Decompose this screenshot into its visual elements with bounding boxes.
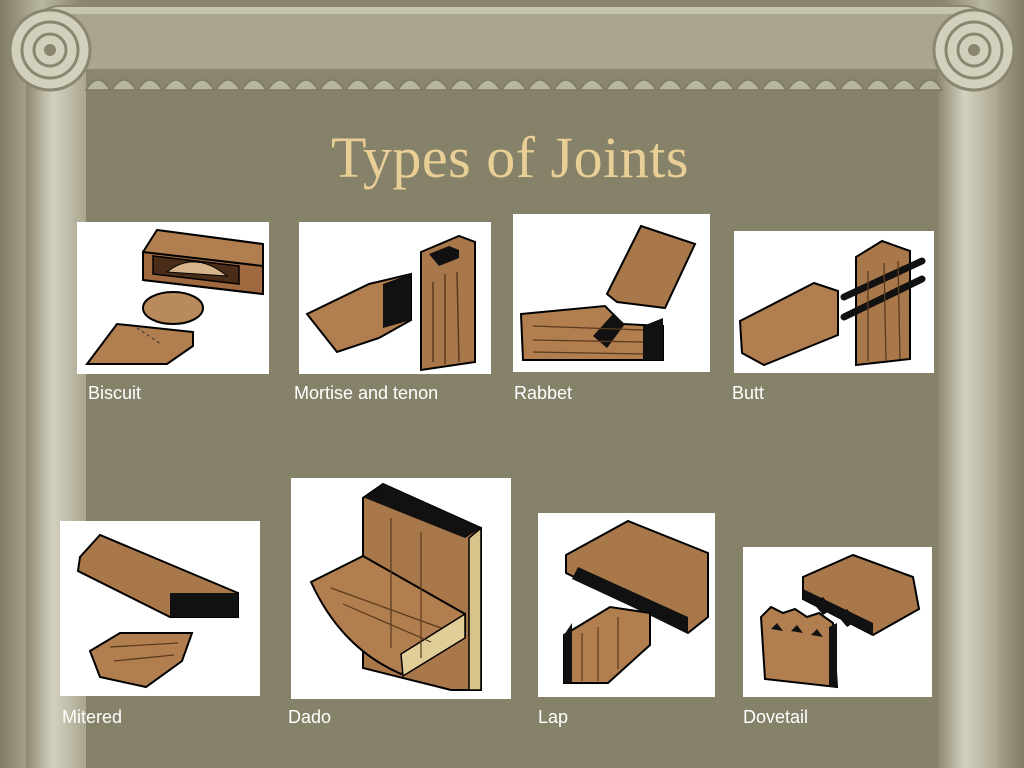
joint-caption-lap: Lap <box>538 707 569 727</box>
joint-caption-mortise-and-tenon: Mortise and tenon <box>294 383 439 403</box>
joint-caption-mitered: Mitered <box>62 707 123 727</box>
joint-caption-dado: Dado <box>288 707 332 727</box>
mortise-and-tenon-joint-image <box>299 222 491 374</box>
dovetail-joint-image <box>743 547 932 697</box>
joint-caption-biscuit: Biscuit <box>88 383 142 403</box>
joint-caption-dovetail: Dovetail <box>743 707 809 727</box>
ionic-capital-decoration <box>8 5 1016 92</box>
joint-caption-butt: Butt <box>732 383 765 403</box>
rabbet-joint-image <box>513 214 710 372</box>
scroll-volute-right-icon <box>932 8 1016 92</box>
right-column-pillar <box>938 60 998 768</box>
dado-joint-image <box>291 478 511 699</box>
slide-title: Types of Joints <box>331 125 689 190</box>
butt-joint-image <box>734 231 934 373</box>
biscuit-joint-image <box>77 222 269 374</box>
scroll-volute-left-icon <box>8 8 92 92</box>
mitered-joint-image <box>60 521 260 696</box>
joint-caption-rabbet: Rabbet <box>514 383 573 403</box>
lap-joint-image <box>538 513 715 697</box>
